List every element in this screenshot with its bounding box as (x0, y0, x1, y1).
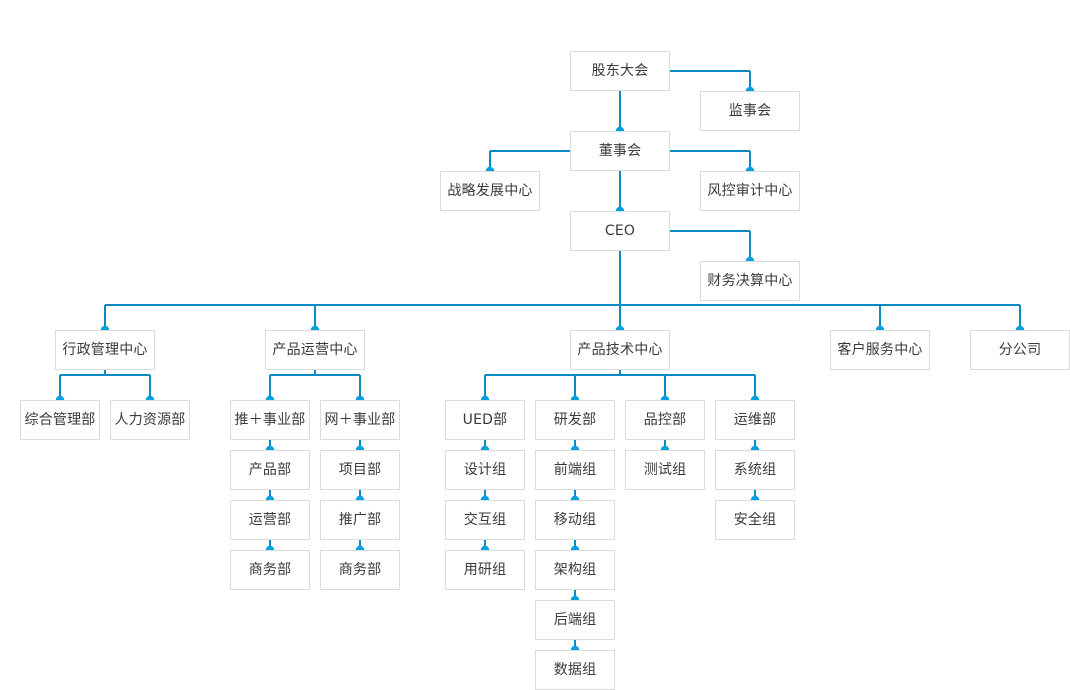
org-node-label: 用研组 (463, 562, 507, 578)
org-node-label: UED部 (462, 412, 508, 428)
org-node-data-group[interactable]: 数据组 (535, 650, 615, 690)
org-node-shareholders[interactable]: 股东大会 (570, 51, 670, 91)
org-node-label: 行政管理中心 (62, 342, 148, 358)
org-node-security-group[interactable]: 安全组 (715, 500, 795, 540)
org-node-operations-dept[interactable]: 运营部 (230, 500, 310, 540)
org-node-label: 项目部 (338, 462, 382, 478)
org-node-board[interactable]: 董事会 (570, 131, 670, 171)
org-node-wang-division[interactable]: 网＋事业部 (320, 400, 400, 440)
org-node-label: 分公司 (998, 342, 1042, 358)
org-node-label: 安全组 (733, 512, 777, 528)
org-node-branch-company[interactable]: 分公司 (970, 330, 1070, 370)
org-node-user-research[interactable]: 用研组 (445, 550, 525, 590)
org-node-architecture-group[interactable]: 架构组 (535, 550, 615, 590)
org-node-label: 综合管理部 (24, 412, 96, 428)
org-node-label: 产品运营中心 (272, 342, 358, 358)
org-node-business-dept-1[interactable]: 商务部 (230, 550, 310, 590)
org-node-human-resources[interactable]: 人力资源部 (110, 400, 190, 440)
org-node-business-dept-2[interactable]: 商务部 (320, 550, 400, 590)
org-node-product-tech[interactable]: 产品技术中心 (570, 330, 670, 370)
org-node-label: 产品部 (248, 462, 292, 478)
org-node-qa-dept[interactable]: 品控部 (625, 400, 705, 440)
org-node-design-group[interactable]: 设计组 (445, 450, 525, 490)
org-node-label: 商务部 (248, 562, 292, 578)
org-node-frontend-group[interactable]: 前端组 (535, 450, 615, 490)
org-node-label: 数据组 (553, 662, 597, 678)
org-node-label: CEO (604, 223, 636, 239)
org-node-label: 产品技术中心 (577, 342, 663, 358)
org-node-label: 风控审计中心 (707, 183, 793, 199)
org-node-risk-audit-center[interactable]: 风控审计中心 (700, 171, 800, 211)
org-node-ceo[interactable]: CEO (570, 211, 670, 251)
org-node-label: 品控部 (643, 412, 687, 428)
org-node-label: 财务决算中心 (707, 273, 793, 289)
org-node-label: 人力资源部 (114, 412, 186, 428)
org-node-promotion-dept[interactable]: 推广部 (320, 500, 400, 540)
org-node-tui-division[interactable]: 推＋事业部 (230, 400, 310, 440)
org-node-finance-center[interactable]: 财务决算中心 (700, 261, 800, 301)
org-node-ued-dept[interactable]: UED部 (445, 400, 525, 440)
org-node-label: 运营部 (248, 512, 292, 528)
org-node-label: 推＋事业部 (234, 412, 306, 428)
org-node-label: 运维部 (733, 412, 777, 428)
org-node-label: 推广部 (338, 512, 382, 528)
org-node-admin-center[interactable]: 行政管理中心 (55, 330, 155, 370)
org-node-label: 商务部 (338, 562, 382, 578)
org-node-supervisors[interactable]: 监事会 (700, 91, 800, 131)
org-node-label: 架构组 (553, 562, 597, 578)
org-node-testing-group[interactable]: 测试组 (625, 450, 705, 490)
org-node-rd-dept[interactable]: 研发部 (535, 400, 615, 440)
org-node-label: 网＋事业部 (324, 412, 396, 428)
org-node-label: 移动组 (553, 512, 597, 528)
org-node-customer-service[interactable]: 客户服务中心 (830, 330, 930, 370)
org-node-product-ops[interactable]: 产品运营中心 (265, 330, 365, 370)
org-node-label: 监事会 (728, 103, 772, 119)
org-node-label: 客户服务中心 (837, 342, 923, 358)
org-node-label: 研发部 (553, 412, 597, 428)
org-node-ops-dept[interactable]: 运维部 (715, 400, 795, 440)
org-node-label: 董事会 (598, 143, 642, 159)
org-node-strategy-center[interactable]: 战略发展中心 (440, 171, 540, 211)
org-node-system-group[interactable]: 系统组 (715, 450, 795, 490)
org-node-label: 系统组 (733, 462, 777, 478)
org-node-label: 后端组 (553, 612, 597, 628)
org-node-label: 战略发展中心 (447, 183, 533, 199)
org-node-mobile-group[interactable]: 移动组 (535, 500, 615, 540)
org-node-label: 前端组 (553, 462, 597, 478)
org-node-label: 设计组 (463, 462, 507, 478)
org-node-general-admin[interactable]: 综合管理部 (20, 400, 100, 440)
org-node-project-dept[interactable]: 项目部 (320, 450, 400, 490)
org-node-label: 交互组 (463, 512, 507, 528)
org-node-interaction-group[interactable]: 交互组 (445, 500, 525, 540)
org-node-label: 测试组 (643, 462, 687, 478)
org-node-product-dept[interactable]: 产品部 (230, 450, 310, 490)
org-node-backend-group[interactable]: 后端组 (535, 600, 615, 640)
org-node-label: 股东大会 (591, 63, 649, 79)
